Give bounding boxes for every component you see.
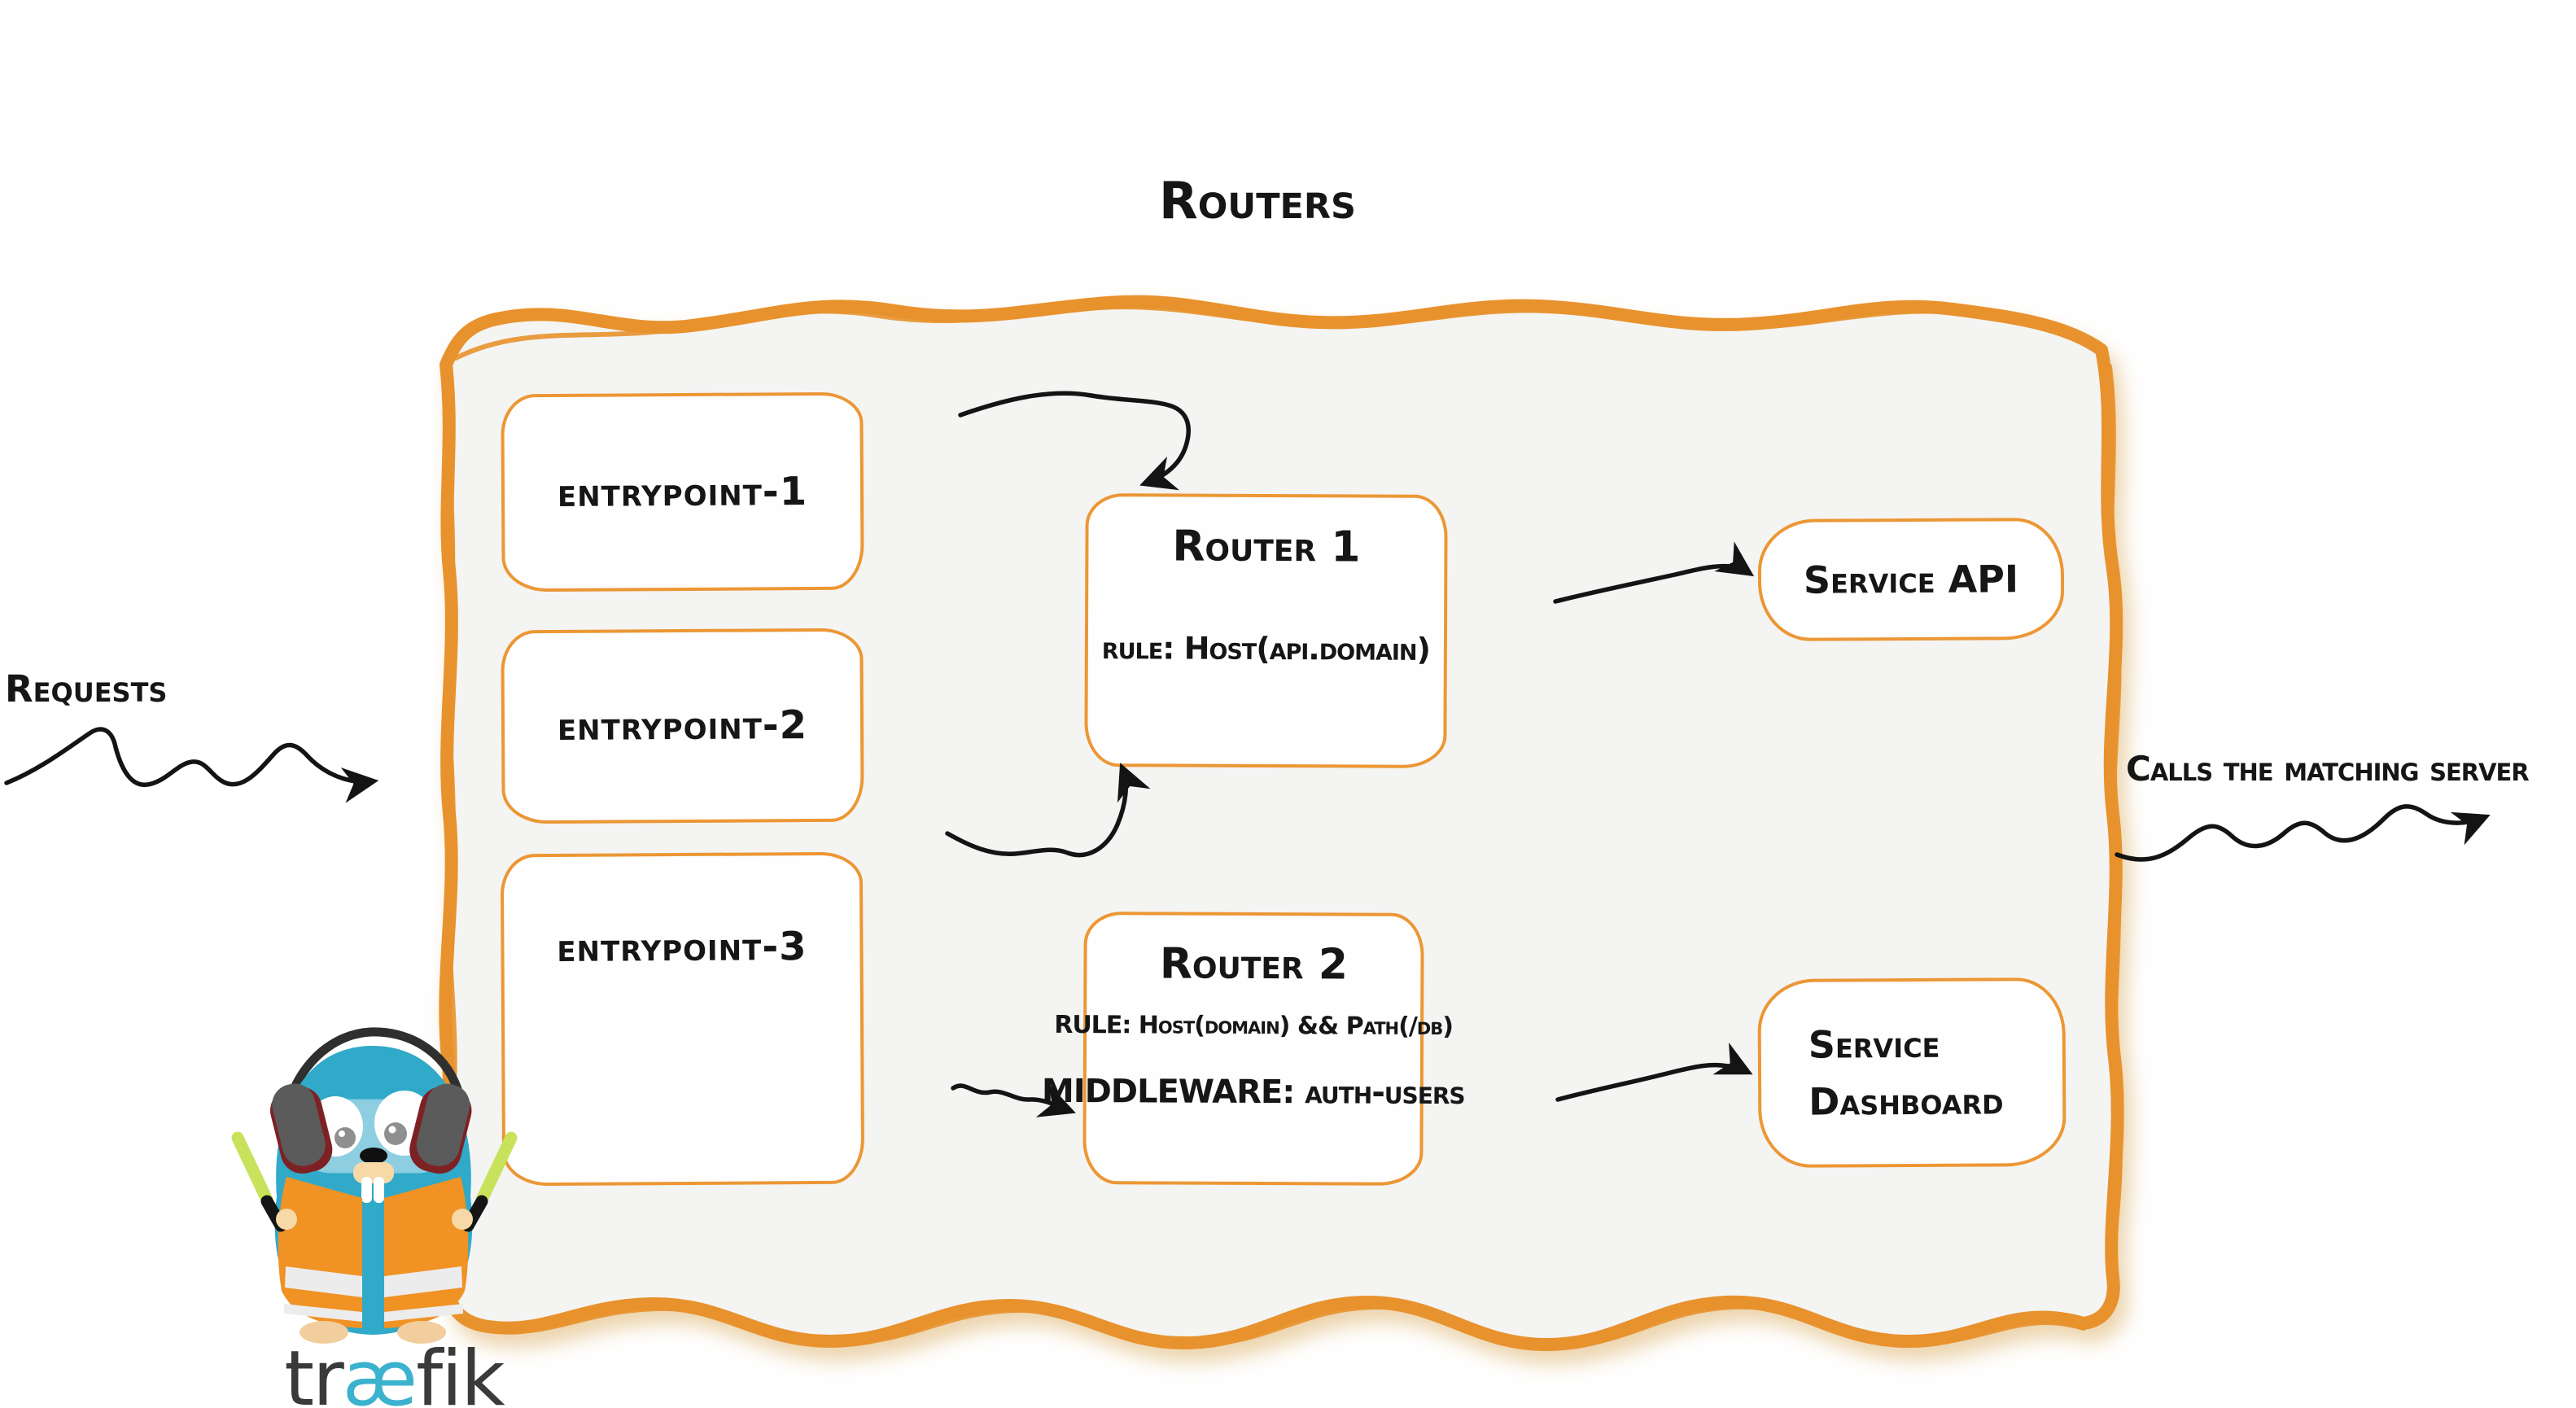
gopher-vest-stripe-right bbox=[384, 1266, 462, 1297]
gopher-pupil-right-highlight bbox=[388, 1126, 396, 1134]
gopher-goggles bbox=[293, 1099, 456, 1174]
wordmark-prefix: tr bbox=[284, 1335, 344, 1408]
gopher-earcup-left bbox=[270, 1083, 333, 1174]
gopher-stick-left bbox=[231, 1131, 273, 1206]
service-dashboard-label-line1: Service bbox=[1808, 1021, 1940, 1067]
router-1-title: Router 1 bbox=[1172, 522, 1361, 572]
gopher-tooth-left bbox=[361, 1177, 372, 1203]
router-2-middleware: MIDDLEWARE: auth-users bbox=[1041, 1072, 1465, 1113]
gopher-body bbox=[274, 1046, 473, 1335]
service-api-box: Service API bbox=[1757, 518, 2065, 641]
gopher-vest-stripe2-left bbox=[284, 1304, 362, 1322]
gopher-vest-left bbox=[278, 1177, 362, 1328]
gopher-pupil-left bbox=[335, 1127, 356, 1148]
arrow-entrypoint1-router1 bbox=[958, 391, 1191, 491]
requests-label: Requests bbox=[5, 667, 168, 711]
entrypoint-2-box: entrypoint-2 bbox=[501, 627, 864, 824]
gopher-earcup-right bbox=[409, 1083, 472, 1174]
router-1-box: Router 1 rule: Host(api.domain) bbox=[1084, 493, 1448, 768]
gopher-tooth-right bbox=[374, 1177, 384, 1203]
calls-arrow bbox=[2115, 804, 2491, 862]
service-dashboard-label-line2: Dashboard bbox=[1808, 1078, 2004, 1124]
gopher-eye-left bbox=[308, 1096, 363, 1157]
wordmark-ae: æ bbox=[342, 1335, 418, 1408]
service-api-label: Service API bbox=[1803, 557, 2019, 602]
router-2-title: Router 2 bbox=[1159, 939, 1349, 990]
entrypoint-3-label: entrypoint-3 bbox=[557, 924, 807, 971]
gopher-hand-right bbox=[452, 1209, 473, 1230]
gopher-nose bbox=[360, 1148, 387, 1164]
gopher-vest-stripe-left bbox=[285, 1266, 362, 1297]
router-1-rule: rule: Host(api.domain) bbox=[1101, 630, 1431, 667]
traefik-gopher-logo bbox=[231, 1027, 518, 1344]
service-dashboard-box: Service Dashboard bbox=[1757, 977, 2066, 1168]
gopher-pupil-left-highlight bbox=[339, 1130, 345, 1137]
gopher-vest-right bbox=[384, 1177, 469, 1328]
gopher-vest-stripe2-right bbox=[384, 1304, 463, 1322]
arrow-entrypoint2-router1 bbox=[945, 763, 1151, 858]
entrypoint-3-box: entrypoint-3 bbox=[500, 851, 865, 1187]
requests-arrow bbox=[4, 727, 379, 803]
entrypoint-1-label: entrypoint-1 bbox=[557, 468, 808, 516]
gopher-hand-left bbox=[276, 1209, 297, 1230]
gopher-headband bbox=[286, 1027, 462, 1100]
router-2-rule: RULE: Host(domain) && Path(/db) bbox=[1054, 1010, 1454, 1042]
router-2-box: Router 2 RULE: Host(domain) && Path(/db)… bbox=[1042, 912, 1465, 1186]
diagram-title: Routers bbox=[1159, 171, 1356, 230]
gopher-pupil-right bbox=[384, 1122, 407, 1145]
entrypoint-1-box: entrypoint-1 bbox=[501, 391, 864, 592]
gopher-grip-left bbox=[260, 1195, 287, 1232]
traefik-wordmark: træfik bbox=[252, 1335, 536, 1408]
gopher-eye-right bbox=[374, 1091, 435, 1156]
calls-matching-server-label: Calls the matching server bbox=[2126, 749, 2530, 789]
wordmark-suffix: fik bbox=[416, 1335, 505, 1408]
gopher-muzzle bbox=[353, 1162, 394, 1183]
gopher-grip-right bbox=[461, 1195, 488, 1232]
arrow-router1-service-api bbox=[1553, 541, 1755, 604]
arrow-router2-service-dashboard bbox=[1555, 1042, 1753, 1102]
entrypoint-2-label: entrypoint-2 bbox=[557, 702, 808, 750]
